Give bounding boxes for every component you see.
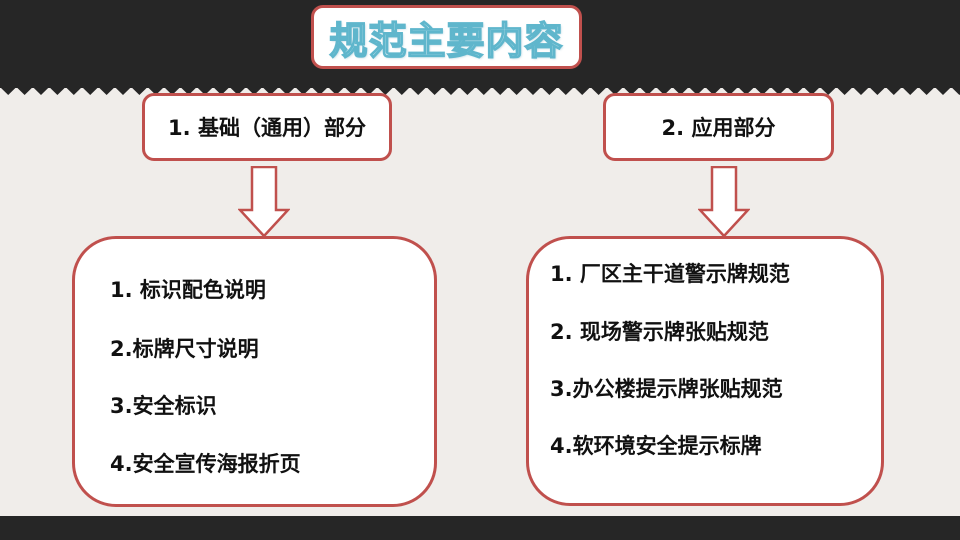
section-header-label: 2. 应用部分 <box>661 116 776 140</box>
zigzag-border <box>0 87 960 95</box>
section-header-label: 1. 基础（通用）部分 <box>168 116 366 140</box>
bottom-dark-band <box>0 516 960 540</box>
list-item: 4.软环境安全提示标牌 <box>550 434 762 458</box>
application-section-list: 1. 厂区主干道警示牌规范 2. 现场警示牌张贴规范 3.办公楼提示牌张贴规范 … <box>526 236 884 506</box>
list-item: 4.安全宣传海报折页 <box>110 452 301 476</box>
basic-section-list: 1. 标识配色说明 2.标牌尺寸说明 3.安全标识 4.安全宣传海报折页 <box>72 236 437 507</box>
list-item: 1. 标识配色说明 <box>110 278 266 302</box>
section-header-application: 2. 应用部分 <box>603 93 834 161</box>
page-title: 规范主要内容 <box>329 18 564 64</box>
list-item: 2. 现场警示牌张贴规范 <box>550 320 769 344</box>
title-box: 规范主要内容 <box>311 5 582 69</box>
down-arrow-icon <box>698 166 750 238</box>
section-header-basic: 1. 基础（通用）部分 <box>142 93 392 161</box>
down-arrow-icon <box>238 166 290 238</box>
list-item: 3.安全标识 <box>110 394 217 418</box>
list-item: 3.办公楼提示牌张贴规范 <box>550 377 783 401</box>
list-item: 2.标牌尺寸说明 <box>110 337 259 361</box>
list-item: 1. 厂区主干道警示牌规范 <box>550 262 790 286</box>
